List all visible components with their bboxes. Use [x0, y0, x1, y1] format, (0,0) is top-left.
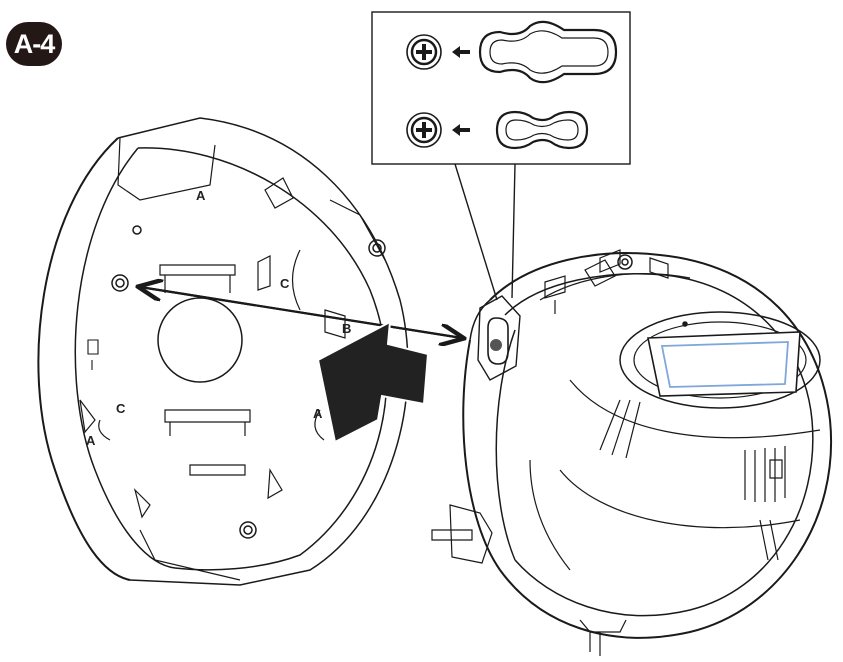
screw-head-icon: [111, 274, 129, 292]
detail-callout: [371, 11, 631, 301]
keyhole-slot-icon: [478, 20, 618, 84]
callout-leader-right: [511, 163, 516, 299]
label-b: B: [342, 321, 351, 336]
dome-camera: [431, 249, 833, 656]
keyhole-slot-icon: [495, 110, 589, 150]
label-c: C: [116, 401, 126, 416]
step-label: A-4: [13, 28, 56, 59]
left-arrow-icon: [452, 46, 470, 58]
label-a: A: [86, 433, 96, 448]
clip: [164, 409, 251, 436]
screw-head-icon: [406, 34, 442, 70]
cable-hole: [157, 297, 243, 383]
insert-arrow-icon: [316, 320, 430, 444]
callout-leader-left: [454, 163, 498, 301]
double-arrow-icon: [140, 287, 462, 338]
step-badge: A-4: [6, 22, 62, 66]
keyhole-slot-icon: [487, 317, 509, 365]
lens-window: [647, 331, 801, 397]
left-arrow-icon: [452, 124, 470, 136]
clip: [159, 264, 236, 293]
label-a: A: [196, 188, 206, 203]
screw-head-icon: [617, 254, 633, 270]
screw-head-icon: [239, 521, 257, 539]
label-c: C: [280, 276, 290, 291]
screw-head-icon: [368, 239, 386, 257]
dome-top: [619, 311, 821, 409]
label-a: A: [313, 406, 323, 421]
screw-head-icon: [406, 112, 442, 148]
